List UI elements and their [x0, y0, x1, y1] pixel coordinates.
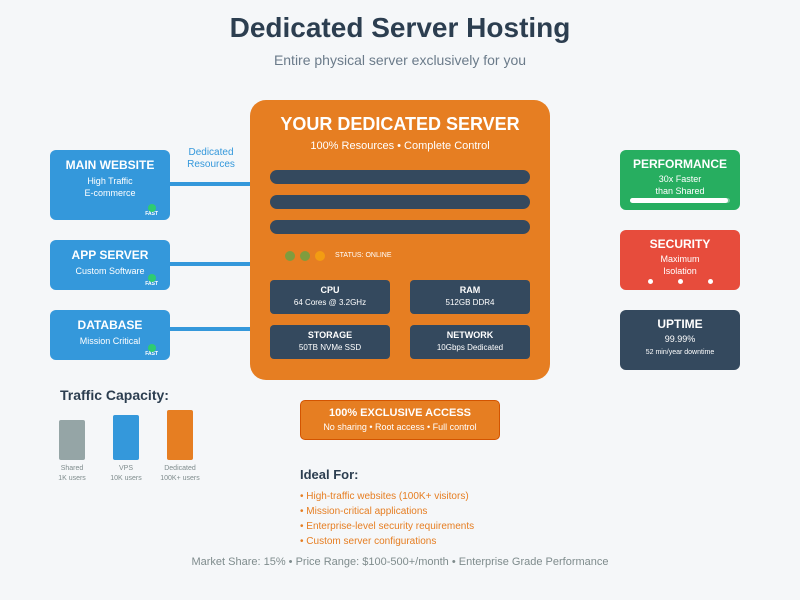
performance-progress-bar — [630, 198, 730, 203]
uptime-box: UPTIME 99.99% 52 min/year downtime — [620, 310, 740, 370]
performance-title: PERFORMANCE — [632, 157, 727, 171]
security-dot — [678, 279, 683, 284]
exclusive-access-banner: 100% EXCLUSIVE ACCESS No sharing • Root … — [300, 400, 500, 440]
database-title: DATABASE — [77, 318, 143, 332]
traffic-label-users: 10K users — [110, 475, 142, 482]
fast-badge: FAST — [145, 281, 158, 287]
main-website-line-2: E-commerce — [84, 188, 136, 198]
traffic-label-name: VPS — [118, 465, 133, 472]
performance-progress-fill — [630, 198, 728, 203]
security-line-2: Isolation — [663, 266, 697, 276]
server-rack-bar — [270, 170, 530, 184]
fast-badge: FAST — [145, 351, 158, 357]
exclusive-detail: No sharing • Root access • Full control — [323, 422, 477, 432]
list-item: • Enterprise-level security requirements — [300, 521, 475, 532]
server-subtitle: 100% Resources • Complete Control — [310, 140, 490, 152]
performance-line-1: 30x Faster — [658, 174, 702, 184]
fast-badge: FAST — [145, 211, 158, 217]
server-status: STATUS: ONLINE — [335, 252, 392, 259]
traffic-label-name: Dedicated — [164, 465, 196, 472]
security-title: SECURITY — [649, 237, 711, 251]
uptime-note: 52 min/year downtime — [645, 349, 715, 356]
spec-value: 10Gbps Dedicated — [436, 343, 504, 352]
app-server-line-1: Custom Software — [75, 266, 145, 276]
traffic-label-users: 1K users — [58, 475, 86, 482]
main-website-line-1: High Traffic — [87, 176, 133, 186]
spec-ram: RAM 512GB DDR4 — [410, 280, 530, 314]
security-line-1: Maximum — [660, 254, 700, 264]
main-website-title: MAIN WEBSITE — [65, 158, 155, 172]
server-rack-bar — [270, 195, 530, 209]
traffic-label-dedicated: Dedicated 100K+ users — [150, 464, 210, 484]
list-item: • Custom server configurations — [300, 536, 437, 547]
server-title: YOUR DEDICATED SERVER — [280, 114, 520, 134]
traffic-label-users: 100K+ users — [160, 475, 200, 482]
connector-label: Dedicated Resources — [187, 147, 235, 170]
page-title: Dedicated Server Hosting — [229, 12, 571, 43]
spec-value: 64 Cores @ 3.2GHz — [293, 298, 367, 307]
traffic-capacity-title: Traffic Capacity: — [60, 387, 169, 403]
connector-line-main-website — [170, 182, 250, 186]
status-led — [300, 251, 310, 261]
app-server-title: APP SERVER — [71, 248, 149, 262]
spec-value: 512GB DDR4 — [445, 298, 495, 307]
spec-label: RAM — [459, 285, 481, 295]
spec-label: CPU — [320, 285, 340, 295]
spec-storage: STORAGE 50TB NVMe SSD — [270, 325, 390, 359]
status-led — [315, 251, 325, 261]
database-line-1: Mission Critical — [79, 336, 141, 346]
traffic-label-name: Shared — [60, 465, 84, 472]
spec-label: STORAGE — [307, 330, 353, 340]
connector-line-app-server — [170, 262, 250, 266]
database-box: DATABASE Mission Critical FAST — [50, 310, 170, 360]
list-item: • High-traffic websites (100K+ visitors) — [300, 491, 469, 502]
spec-label: NETWORK — [446, 330, 494, 340]
performance-line-2: than Shared — [655, 186, 705, 196]
security-box: SECURITY Maximum Isolation — [620, 230, 740, 290]
page-subtitle: Entire physical server exclusively for y… — [273, 52, 527, 68]
uptime-title: UPTIME — [657, 317, 703, 331]
status-led — [285, 251, 295, 261]
uptime-value: 99.99% — [664, 334, 696, 344]
traffic-label-vps: VPS 10K users — [96, 464, 156, 484]
exclusive-title: 100% EXCLUSIVE ACCESS — [328, 407, 472, 419]
traffic-bar-shared — [59, 420, 85, 460]
ideal-for-title: Ideal For: — [300, 467, 359, 482]
performance-box: PERFORMANCE 30x Faster than Shared — [620, 150, 740, 210]
app-server-box: APP SERVER Custom Software FAST — [50, 240, 170, 290]
dedicated-server-panel: YOUR DEDICATED SERVER 100% Resources • C… — [250, 100, 550, 380]
traffic-bar-dedicated — [167, 410, 193, 460]
spec-network: NETWORK 10Gbps Dedicated — [410, 325, 530, 359]
server-rack-bar — [270, 220, 530, 234]
security-dot — [648, 279, 653, 284]
connector-line-database — [170, 327, 250, 331]
spec-value: 50TB NVMe SSD — [298, 343, 362, 352]
traffic-label-shared: Shared 1K users — [42, 464, 102, 484]
list-item: • Mission-critical applications — [300, 506, 428, 517]
traffic-bar-vps — [113, 415, 139, 460]
security-dot — [708, 279, 713, 284]
spec-cpu: CPU 64 Cores @ 3.2GHz — [270, 280, 390, 314]
main-website-box: MAIN WEBSITE High Traffic E-commerce FAS… — [50, 150, 170, 220]
footer-stats: Market Share: 15% • Price Range: $100-50… — [191, 556, 609, 568]
ideal-for-list: • High-traffic websites (100K+ visitors)… — [300, 489, 474, 549]
